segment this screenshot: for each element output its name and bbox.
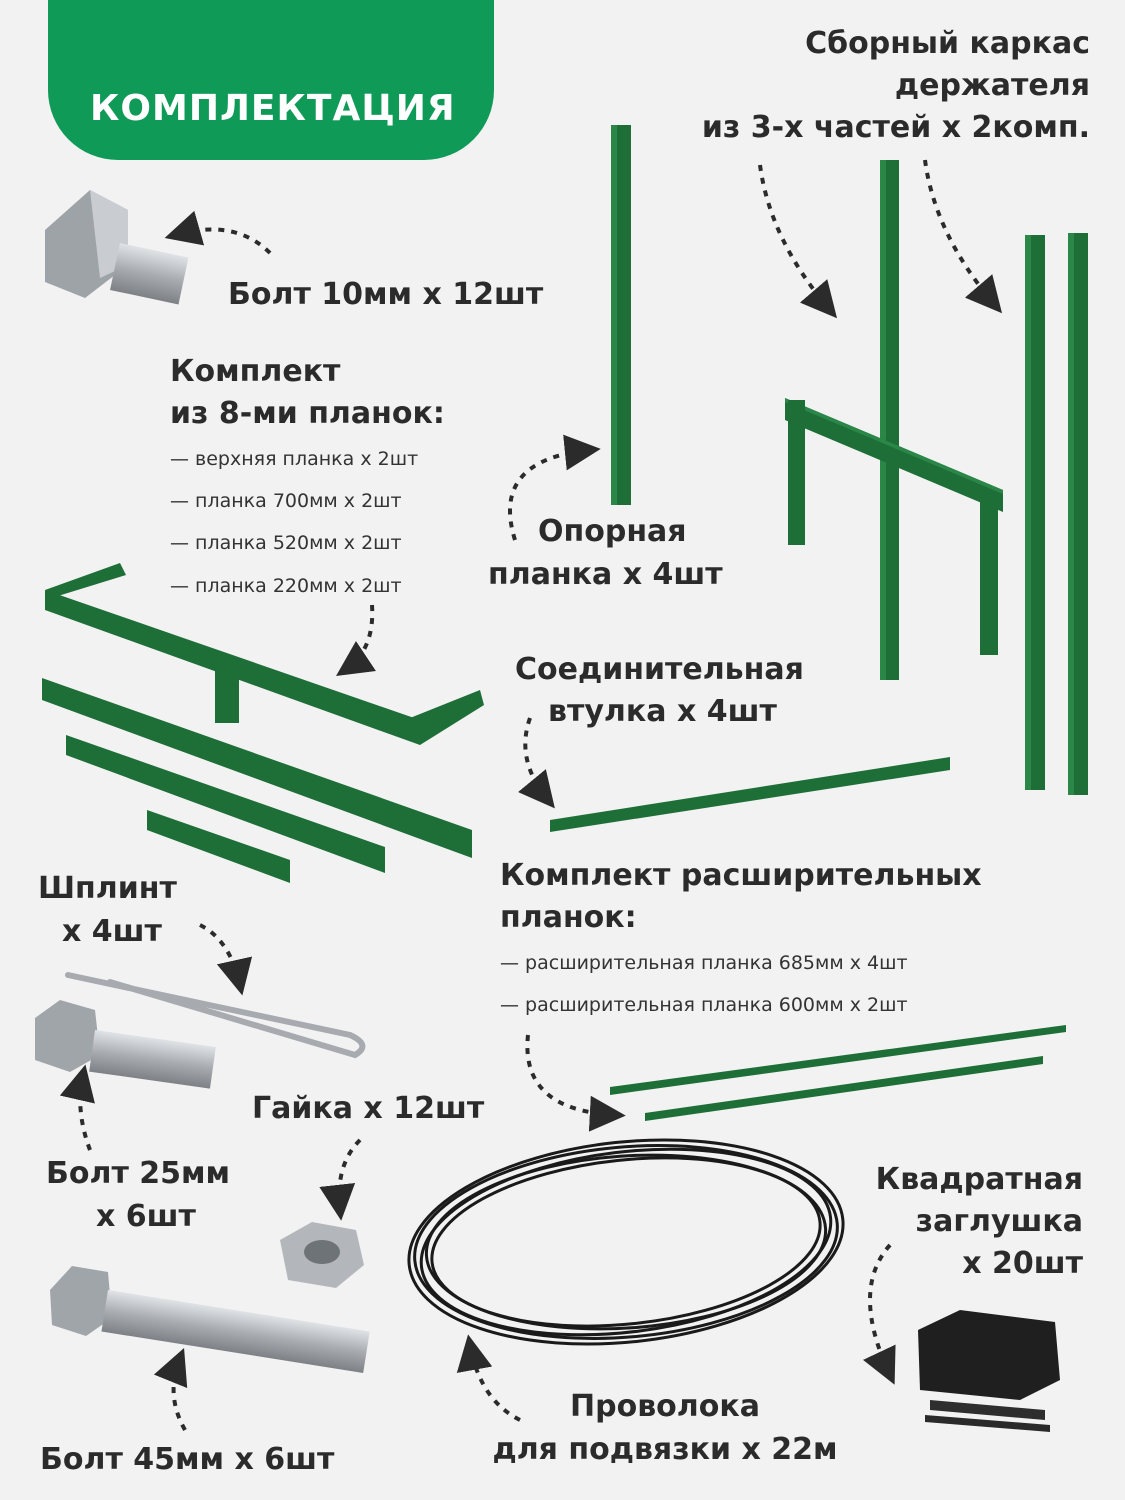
- extension-item: — расширительная планка 685мм х 4шт: [500, 952, 908, 974]
- cotter-label-line1: Шплинт: [38, 871, 177, 906]
- cotter-pin-image: [65, 972, 366, 1059]
- bolt-45mm-label: Болт 45мм х 6шт: [40, 1442, 335, 1477]
- bolt-25mm-label-line2: х 6шт: [96, 1199, 196, 1234]
- bolt-25mm-image: [35, 1000, 216, 1089]
- square-plug-image: [918, 1310, 1060, 1432]
- plug-label-line2: заглушка: [915, 1204, 1083, 1239]
- slats-item: — планка 220мм х 2шт: [170, 575, 402, 597]
- plug-label-line3: х 20шт: [962, 1246, 1083, 1281]
- bolt-10mm-label: Болт 10мм х 12шт: [228, 277, 544, 312]
- frame-label-line1: Сборный каркас: [805, 26, 1090, 61]
- support-label-line2: планка х 4шт: [488, 557, 723, 592]
- pointer-arrows: [59, 159, 1003, 1431]
- nut-image: [280, 1222, 364, 1288]
- header-banner: КОМПЛЕКТАЦИЯ: [48, 0, 494, 160]
- plug-label-line1: Квадратная: [875, 1162, 1083, 1197]
- slats-set-title-line1: Комплект: [170, 354, 341, 389]
- extension-set-title-line2: планок:: [500, 900, 637, 935]
- wire-label-line1: Проволока: [570, 1389, 760, 1424]
- frame-stand-image: [785, 160, 1003, 680]
- bolt-10mm-image: [45, 190, 189, 305]
- slats-item: — планка 700мм х 2шт: [170, 490, 402, 512]
- cotter-label-line2: х 4шт: [62, 914, 162, 949]
- support-slat-image: [611, 125, 631, 505]
- sleeve-image: [550, 757, 950, 832]
- slats-set-image: [42, 563, 484, 883]
- extension-item: — расширительная планка 600мм х 2шт: [500, 994, 908, 1016]
- extension-slats-image: [610, 1025, 1066, 1121]
- support-label-line1: Опорная: [538, 514, 687, 549]
- nut-label: Гайка х 12шт: [252, 1091, 485, 1126]
- bolt-45mm-image: [50, 1266, 370, 1373]
- sleeve-label-line2: втулка х 4шт: [548, 694, 777, 729]
- sleeve-label-line1: Соединительная: [515, 652, 804, 687]
- bolt-25mm-label-line1: Болт 25мм: [46, 1156, 231, 1191]
- wire-coil-image: [407, 1138, 845, 1346]
- slats-item: — верхняя планка х 2шт: [170, 448, 419, 470]
- frame-posts-image: [1025, 233, 1088, 795]
- extension-set-title-line1: Комплект расширительных: [500, 858, 982, 893]
- wire-label-line2: для подвязки х 22м: [492, 1432, 838, 1467]
- slats-item: — планка 520мм х 2шт: [170, 532, 402, 554]
- slats-set-title-line2: из 8-ми планок:: [170, 396, 445, 431]
- frame-label-line3: из 3-х частей х 2комп.: [701, 110, 1090, 145]
- header-title: КОМПЛЕКТАЦИЯ: [90, 88, 456, 129]
- frame-label-line2: держателя: [894, 68, 1090, 103]
